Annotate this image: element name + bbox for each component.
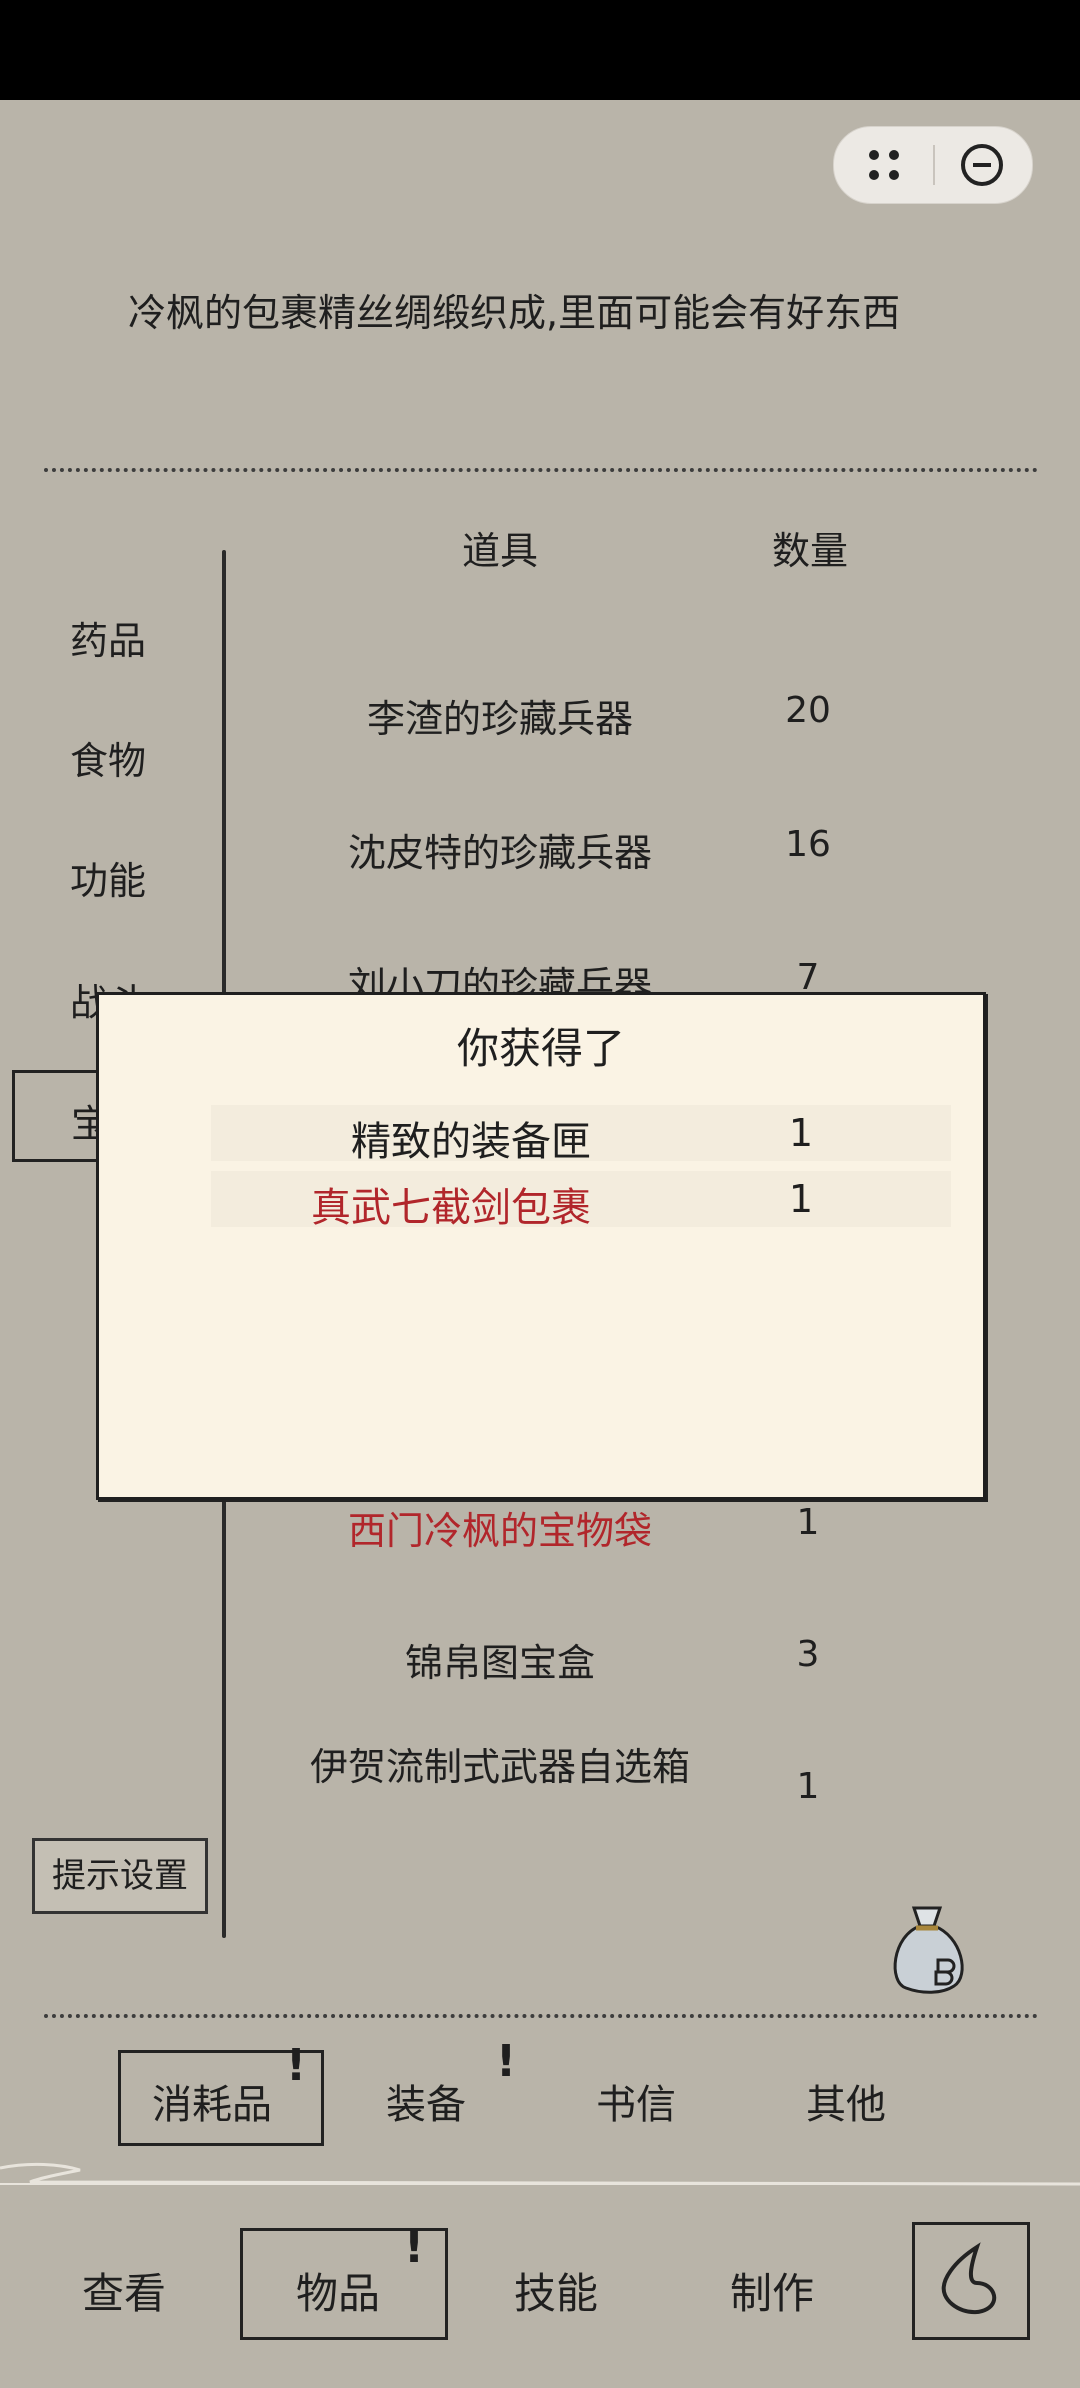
new-mark-consumables: ! bbox=[286, 2040, 307, 2091]
dotted-divider-bottom bbox=[44, 2014, 1038, 2018]
table-row-qty: 1 bbox=[796, 1502, 820, 1543]
tab-skills[interactable]: 技能 bbox=[514, 2269, 599, 2318]
table-row-name[interactable]: 沈皮特的珍藏兵器 bbox=[347, 831, 652, 875]
tab-items[interactable]: 物品 bbox=[296, 2269, 381, 2318]
table-row-name[interactable]: 李渣的珍藏兵器 bbox=[366, 697, 633, 741]
subtab-consumables-selected[interactable] bbox=[118, 2050, 324, 2146]
subtab-equipment[interactable]: 装备 bbox=[386, 2082, 466, 2128]
subtab-consumables[interactable]: 消耗品 bbox=[152, 2082, 272, 2128]
reward-item-qty: 1 bbox=[788, 1111, 814, 1155]
category-food[interactable]: 食物 bbox=[70, 739, 147, 783]
reward-item-name: 精致的装备匣 bbox=[351, 1119, 591, 1165]
table-row-name[interactable]: 伊贺流制式武器自选箱 bbox=[309, 1745, 690, 1789]
category-function[interactable]: 功能 bbox=[70, 859, 147, 903]
new-mark-equipment: ! bbox=[496, 2036, 517, 2087]
reward-row: 真武七截剑包裹 1 bbox=[211, 1171, 951, 1231]
column-header-item: 道具 bbox=[461, 529, 538, 573]
capsule-menu bbox=[833, 126, 1033, 204]
table-row-qty: 20 bbox=[785, 690, 831, 731]
reward-row: 精致的装备匣 1 bbox=[211, 1105, 951, 1165]
close-mini-program-icon[interactable] bbox=[952, 141, 1012, 189]
table-row-qty: 7 bbox=[796, 957, 820, 998]
table-row-qty: 1 bbox=[796, 1766, 820, 1807]
back-button[interactable] bbox=[912, 2222, 1030, 2340]
table-row-name[interactable]: 锦帛图宝盒 bbox=[404, 1641, 595, 1685]
item-bag-icon[interactable] bbox=[884, 1900, 970, 1996]
reward-item-name: 真武七截剑包裹 bbox=[311, 1185, 591, 1231]
brush-divider bbox=[0, 2162, 1080, 2186]
table-row-qty: 16 bbox=[785, 824, 831, 865]
column-header-quantity: 数量 bbox=[771, 529, 848, 573]
category-medicine[interactable]: 药品 bbox=[70, 619, 147, 663]
table-row-name[interactable]: 西门冷枫的宝物袋 bbox=[347, 1509, 652, 1553]
status-bar bbox=[0, 0, 1080, 100]
dotted-divider-top bbox=[44, 468, 1038, 472]
tab-view[interactable]: 查看 bbox=[82, 2269, 167, 2318]
item-description: 冷枫的包裹精丝绸缎织成,里面可能会有好东西 bbox=[128, 291, 901, 335]
reward-dialog[interactable]: 你获得了 精致的装备匣 1 真武七截剑包裹 1 bbox=[96, 992, 986, 1500]
table-row-qty: 3 bbox=[796, 1634, 820, 1675]
more-icon[interactable] bbox=[854, 141, 914, 189]
subtab-other[interactable]: 其他 bbox=[806, 2082, 886, 2128]
reward-item-qty: 1 bbox=[788, 1177, 814, 1221]
back-arrow-icon bbox=[941, 2242, 997, 2315]
subtab-letters[interactable]: 书信 bbox=[596, 2082, 676, 2128]
capsule-divider bbox=[933, 145, 935, 185]
hint-settings-button[interactable]: 提示设置 bbox=[32, 1838, 208, 1914]
new-mark-items: ! bbox=[404, 2222, 425, 2273]
reward-dialog-title: 你获得了 bbox=[456, 1024, 625, 1073]
tab-craft[interactable]: 制作 bbox=[730, 2269, 815, 2318]
tab-items-selected[interactable] bbox=[240, 2228, 448, 2340]
